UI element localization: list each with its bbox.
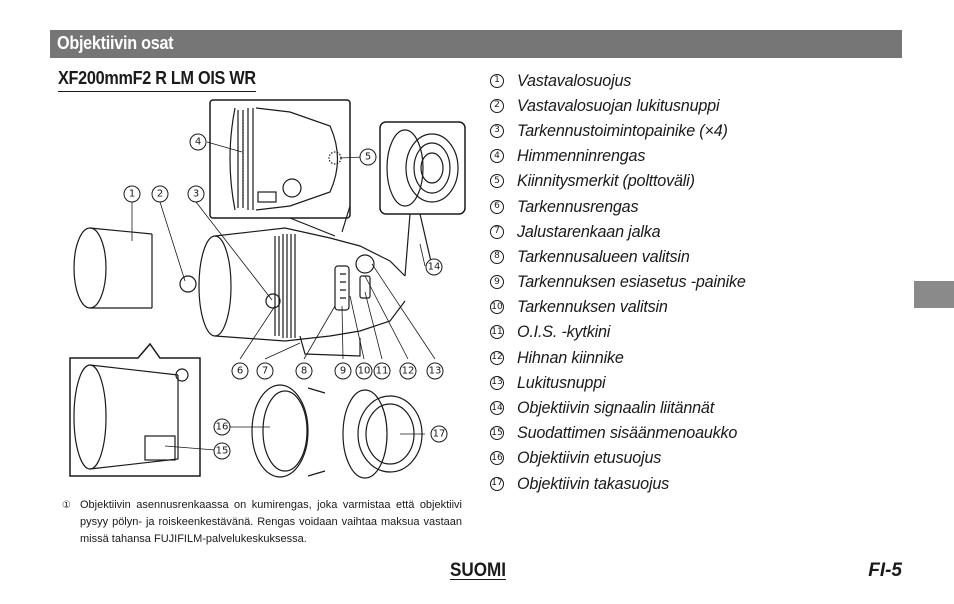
part-label: Objektiivin takasuojus (517, 473, 670, 493)
model-title: XF200mmF2 R LM OIS WR (58, 68, 256, 92)
part-label: Tarkennusalueen valitsin (517, 246, 690, 266)
callout-13: 13 (426, 362, 444, 380)
callout-9: 9 (334, 362, 352, 380)
part-item: 5 Kiinnitysmerkit (polttoväli) (490, 169, 758, 194)
lens-parts-diagram: 1 2 3 4 5 6 7 8 9 10 11 12 13 14 15 16 1… (60, 96, 475, 491)
svg-text:1: 1 (129, 189, 135, 200)
part-label: Tarkennusrengas (517, 196, 639, 216)
part-number: 7 (490, 224, 504, 239)
part-label: Objektiivin signaalin liitännät (517, 398, 715, 418)
callout-15: 15 (213, 442, 231, 460)
part-number: 3 (490, 123, 504, 138)
part-item: 6 Tarkennusrengas (490, 194, 758, 219)
svg-text:13: 13 (429, 366, 442, 377)
part-number: 10 (490, 300, 504, 315)
footnote-mark: ① (62, 500, 71, 511)
part-item: 12 Hihnan kiinnike (490, 345, 758, 370)
callout-10: 10 (355, 362, 373, 380)
callout-5: 5 (359, 148, 377, 166)
language-label: SUOMI (450, 560, 507, 581)
callout-7: 7 (256, 362, 274, 380)
part-number: 16 (490, 451, 504, 466)
callout-16: 16 (213, 418, 231, 436)
section-header-bar: Objektiivin osat (50, 30, 902, 58)
part-number: 15 (490, 426, 504, 441)
part-label: Hihnan kiinnike (517, 347, 624, 367)
part-number: 8 (490, 249, 504, 264)
part-number: 9 (490, 275, 504, 290)
svg-text:5: 5 (365, 152, 371, 163)
svg-text:9: 9 (340, 366, 346, 377)
callout-1: 1 (123, 185, 141, 203)
part-label: Objektiivin etusuojus (517, 448, 662, 468)
lens-illustration: 1 2 3 4 5 6 7 8 9 10 11 12 13 14 15 16 1… (69, 99, 466, 479)
svg-text:8: 8 (301, 366, 307, 377)
footnote: ① Objektiivin asennusrenkaassa on kumire… (62, 497, 462, 548)
part-number: 5 (490, 174, 504, 189)
svg-text:6: 6 (237, 366, 243, 377)
part-item: 1 Vastavalosuojus (490, 68, 758, 93)
part-item: 4 Himmenninrengas (490, 144, 758, 169)
callout-17: 17 (430, 425, 448, 443)
svg-text:12: 12 (402, 366, 415, 377)
page-number: FI-5 (868, 560, 902, 581)
svg-text:11: 11 (376, 366, 389, 377)
part-item: 15 Suodattimen sisäänmenoaukko (490, 421, 758, 446)
footnote-text: Objektiivin asennusrenkaassa on kumireng… (80, 499, 462, 545)
part-item: 17 Objektiivin takasuojus (490, 471, 758, 496)
svg-text:16: 16 (216, 422, 229, 433)
part-label: Suodattimen sisäänmenoaukko (517, 423, 738, 443)
svg-text:2: 2 (157, 189, 163, 200)
section-title: Objektiivin osat (57, 33, 174, 53)
part-label: Tarkennuksen valitsin (517, 297, 668, 317)
part-number: 17 (490, 476, 504, 491)
part-item: 9 Tarkennuksen esiasetus -painike (490, 270, 758, 295)
part-label: Vastavalosuojan lukitusnuppi (517, 95, 720, 115)
svg-text:15: 15 (216, 446, 229, 457)
callout-12: 12 (399, 362, 417, 380)
part-number: 12 (490, 350, 504, 365)
svg-text:4: 4 (195, 137, 201, 148)
callout-11: 11 (373, 362, 391, 380)
callout-8: 8 (295, 362, 313, 380)
part-label: O.I.S. -kytkini (517, 322, 611, 342)
part-number: 6 (490, 199, 504, 214)
svg-text:14: 14 (428, 262, 441, 273)
callout-4: 4 (189, 133, 207, 151)
part-number: 4 (490, 149, 504, 164)
part-item: 7 Jalustarenkaan jalka (490, 219, 758, 244)
callout-6: 6 (231, 362, 249, 380)
part-item: 8 Tarkennusalueen valitsin (490, 244, 758, 269)
part-label: Tarkennuksen esiasetus -painike (517, 272, 746, 292)
svg-text:3: 3 (193, 189, 199, 200)
part-item: 10 Tarkennuksen valitsin (490, 295, 758, 320)
parts-list: 1 Vastavalosuojus 2 Vastavalosuojan lukitu… (490, 68, 758, 496)
part-number: 2 (490, 98, 504, 113)
callout-14: 14 (425, 258, 443, 276)
part-item: 11 O.I.S. -kytkini (490, 320, 758, 345)
part-number: 14 (490, 401, 504, 416)
svg-text:10: 10 (358, 366, 371, 377)
part-label: Himmenninrengas (517, 146, 646, 166)
part-number: 1 (490, 73, 504, 88)
part-label: Kiinnitysmerkit (polttoväli) (517, 171, 695, 191)
part-label: Tarkennustoimintopainike (×4) (517, 120, 728, 140)
part-number: 13 (490, 375, 504, 390)
part-label: Vastavalosuojus (517, 70, 632, 90)
part-label: Jalustarenkaan jalka (517, 221, 661, 241)
part-item: 14 Objektiivin signaalin liitännät (490, 395, 758, 420)
part-item: 2 Vastavalosuojan lukitusnuppi (490, 93, 758, 118)
part-number: 11 (490, 325, 504, 340)
callout-3: 3 (187, 185, 205, 203)
part-label: Lukitusnuppi (517, 372, 606, 392)
part-item: 13 Lukitusnuppi (490, 370, 758, 395)
svg-text:17: 17 (433, 429, 446, 440)
part-item: 3 Tarkennustoimintopainike (×4) (490, 118, 758, 143)
callout-2: 2 (151, 185, 169, 203)
part-item: 16 Objektiivin etusuojus (490, 446, 758, 471)
side-thumb-tab (914, 281, 954, 308)
svg-text:7: 7 (262, 366, 268, 377)
